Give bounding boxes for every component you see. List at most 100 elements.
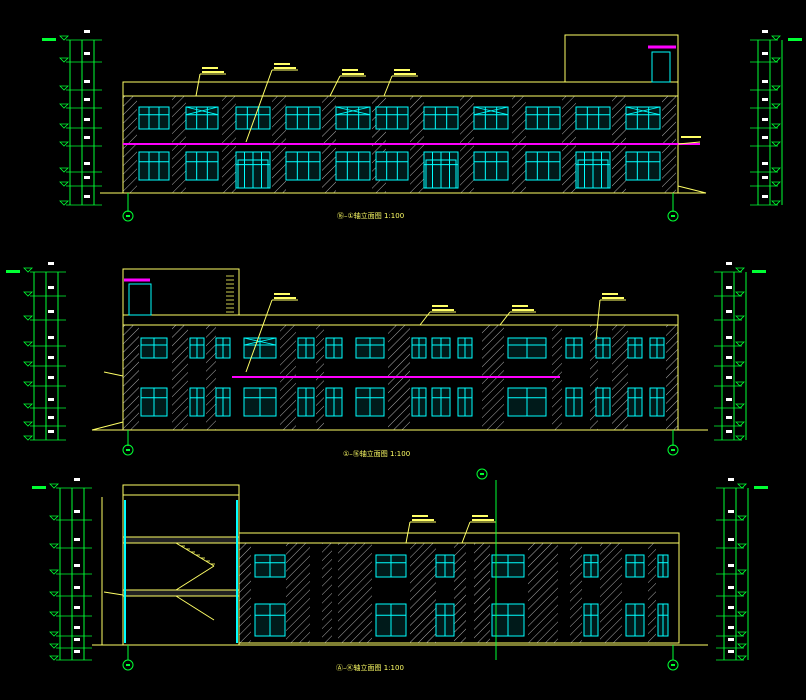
leader-tag [274,67,296,69]
leader-tag [432,309,454,311]
dim-value [48,398,54,401]
leader-wall-finish [245,299,273,373]
level-marker [737,611,747,617]
hatched-pier [648,543,656,643]
window [335,106,371,130]
level-marker [771,35,781,41]
roof-stair-tower [564,34,679,83]
level-marker [59,103,69,109]
view-title-3: Ⓐ–Ⓚ轴立面图 1:100 [336,663,404,672]
dim-value [84,176,90,179]
dim-value [84,195,90,198]
dim-value [74,626,80,629]
hatched-pier [570,543,582,643]
level-marker [737,515,747,521]
level-marker [23,341,33,347]
dim-value [48,336,54,339]
level-label [754,486,768,489]
level-marker [737,569,747,575]
dim-value [84,80,90,83]
entrance-door [425,159,457,189]
leader-tag [342,69,358,71]
dim-value [74,510,80,513]
grid-bubble-16 [122,210,134,222]
leader-tag [342,73,364,75]
dim-value [48,416,54,419]
dim-value [762,30,768,33]
window [625,106,661,130]
grid-bubble-16 [667,444,679,456]
level-marker [735,361,745,367]
stair-flight [175,565,215,591]
leader-tag [412,519,434,521]
leader-tag [274,63,290,65]
dim-value [728,626,734,629]
dim-value [762,98,768,101]
hatched-pier [454,543,466,643]
level-marker [735,435,745,441]
floor-slab-cut [122,536,240,544]
hatched-pier [590,325,598,430]
leader-finish-b [461,521,471,544]
level-marker [49,483,59,489]
window-cross [243,337,277,346]
leader-tag [202,71,224,73]
leader-band [677,141,701,145]
dimension-columns [6,30,802,661]
elevation-a-k [92,468,708,671]
grid-bubble-mark [126,215,130,217]
dim-value [48,430,54,433]
hatched-pier [666,325,678,430]
level-marker [49,611,59,617]
window [625,151,661,181]
dim-value [84,118,90,121]
dim-value [762,118,768,121]
hatched-pier [612,325,628,430]
dim-value [726,430,732,433]
window [375,106,409,130]
leader-tag [512,309,534,311]
level-marker [771,167,781,173]
level-marker [771,123,781,129]
level-marker [49,591,59,597]
hatched-pier [172,325,188,430]
level-marker [59,35,69,41]
entry-ramp [91,421,124,431]
dim-value [48,356,54,359]
grid-bubble-k [667,659,679,671]
level-marker [59,167,69,173]
leader-tag [681,136,701,138]
level-marker [735,403,745,409]
dim-value [74,586,80,589]
hatched-pier [322,543,332,643]
window [335,151,371,181]
dim-value [762,176,768,179]
window [525,106,561,130]
leader-finish-b [499,311,511,326]
window [375,151,409,181]
window [473,106,509,130]
dim-value [48,310,54,313]
dim-value [728,586,734,589]
section-mark [476,468,488,480]
level-marker [737,483,747,489]
view-title-1: ⑯–①轴立面图 1:100 [337,211,404,220]
view-title-2: ①–⑯轴立面图 1:100 [343,449,410,458]
grid-bubble-1 [122,444,134,456]
hatched-pier [123,325,139,430]
level-label [32,486,46,489]
level-marker [771,103,781,109]
level-marker [49,631,59,637]
level-label [6,270,20,273]
level-marker [23,381,33,387]
window-cross [473,106,509,116]
leader-finish-a [419,311,431,326]
hatched-pier [474,543,490,643]
level-marker [59,85,69,91]
level-label [42,38,56,41]
dim-value [726,416,732,419]
floor-slab-cut [122,589,240,597]
grid-bubble-mark [671,215,675,217]
level-marker [49,643,59,649]
